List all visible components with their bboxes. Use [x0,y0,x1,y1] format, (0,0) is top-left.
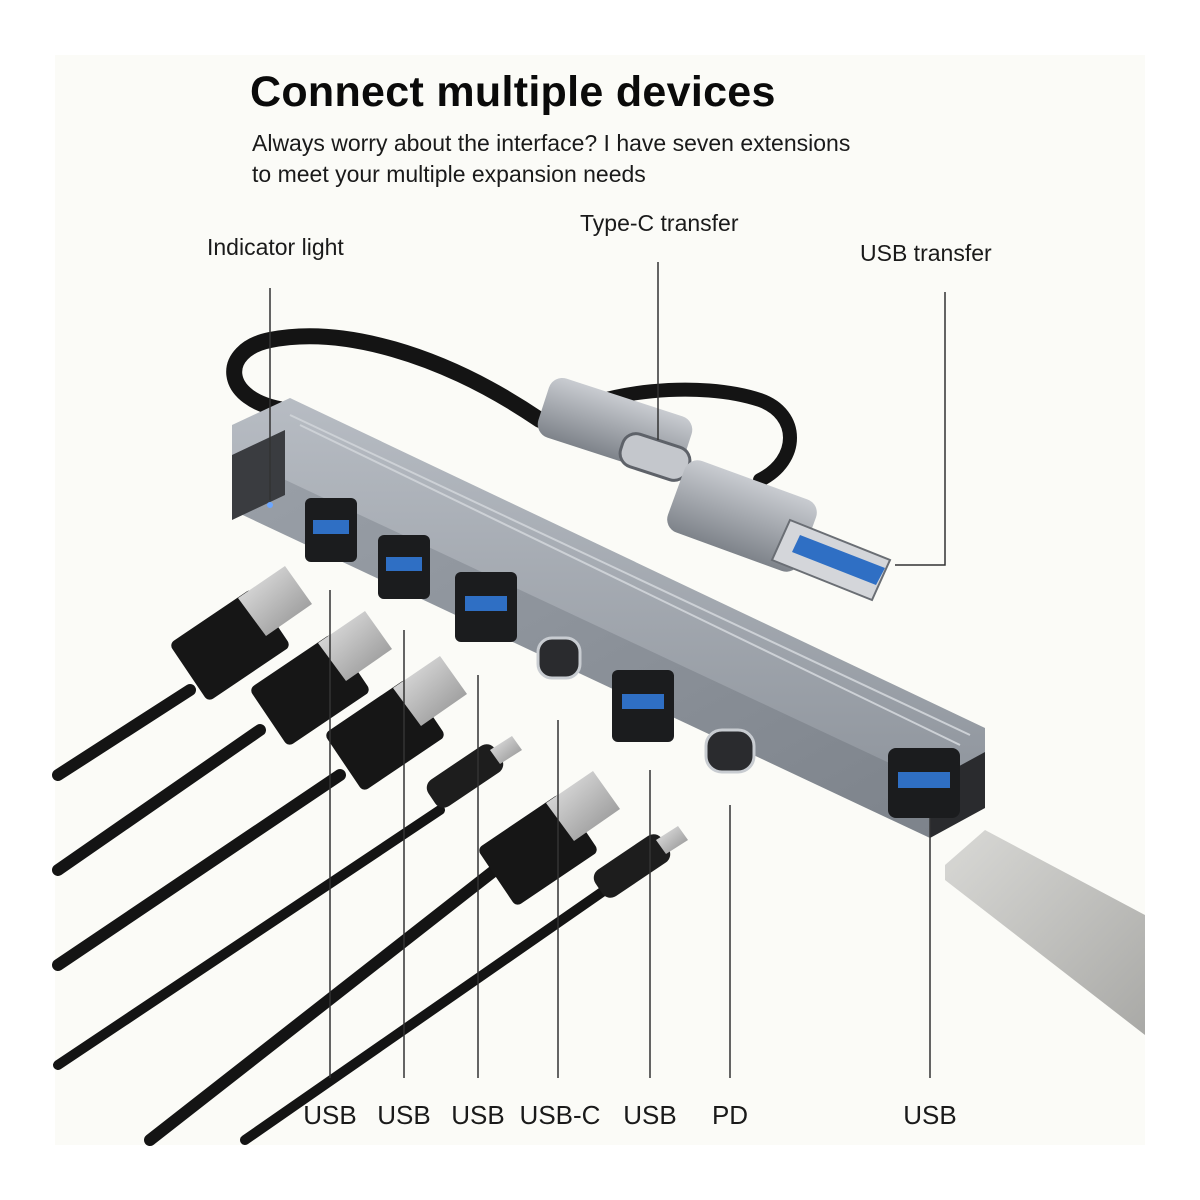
callout-indicator-light: Indicator light [207,234,344,260]
peripheral-cables [52,684,610,1146]
flash-drive [945,830,1145,1035]
usb-port-2 [378,535,430,599]
port-label-pd: PD [711,1100,749,1130]
usb-a-host-plug [667,460,892,602]
port-label-usb-2: USB [377,1100,431,1130]
port-label-usb-1: USB [303,1100,357,1130]
page-title: Connect multiple devices [250,68,776,116]
callout-usb-transfer: USB transfer [860,240,992,266]
page-subtitle: Always worry about the interface? I have… [252,128,972,190]
port-label-usb-side: USB [903,1100,957,1130]
callout-lines [269,262,946,1078]
port-label-usb-3: USB [451,1100,505,1130]
callout-type-c-transfer: Type-C transfer [580,210,739,236]
usb-port-side [888,748,960,818]
usb-port-1 [305,498,357,562]
indicator-light [267,502,273,508]
usb-c-port [536,636,582,680]
peripheral-plugs [171,566,688,905]
hub-ports [267,498,960,818]
usb-port-4 [612,670,674,742]
host-cable [226,328,548,428]
port-label-usb-c: USB-C [519,1100,601,1130]
port-label-usb-4: USB [623,1100,677,1130]
pd-port [704,728,756,774]
type-c-host-plug [537,377,693,482]
subtitle-line-2: to meet your multiple expansion needs [252,161,646,187]
subtitle-line-1: Always worry about the interface? I have… [252,130,851,156]
usb-port-3 [455,572,517,642]
